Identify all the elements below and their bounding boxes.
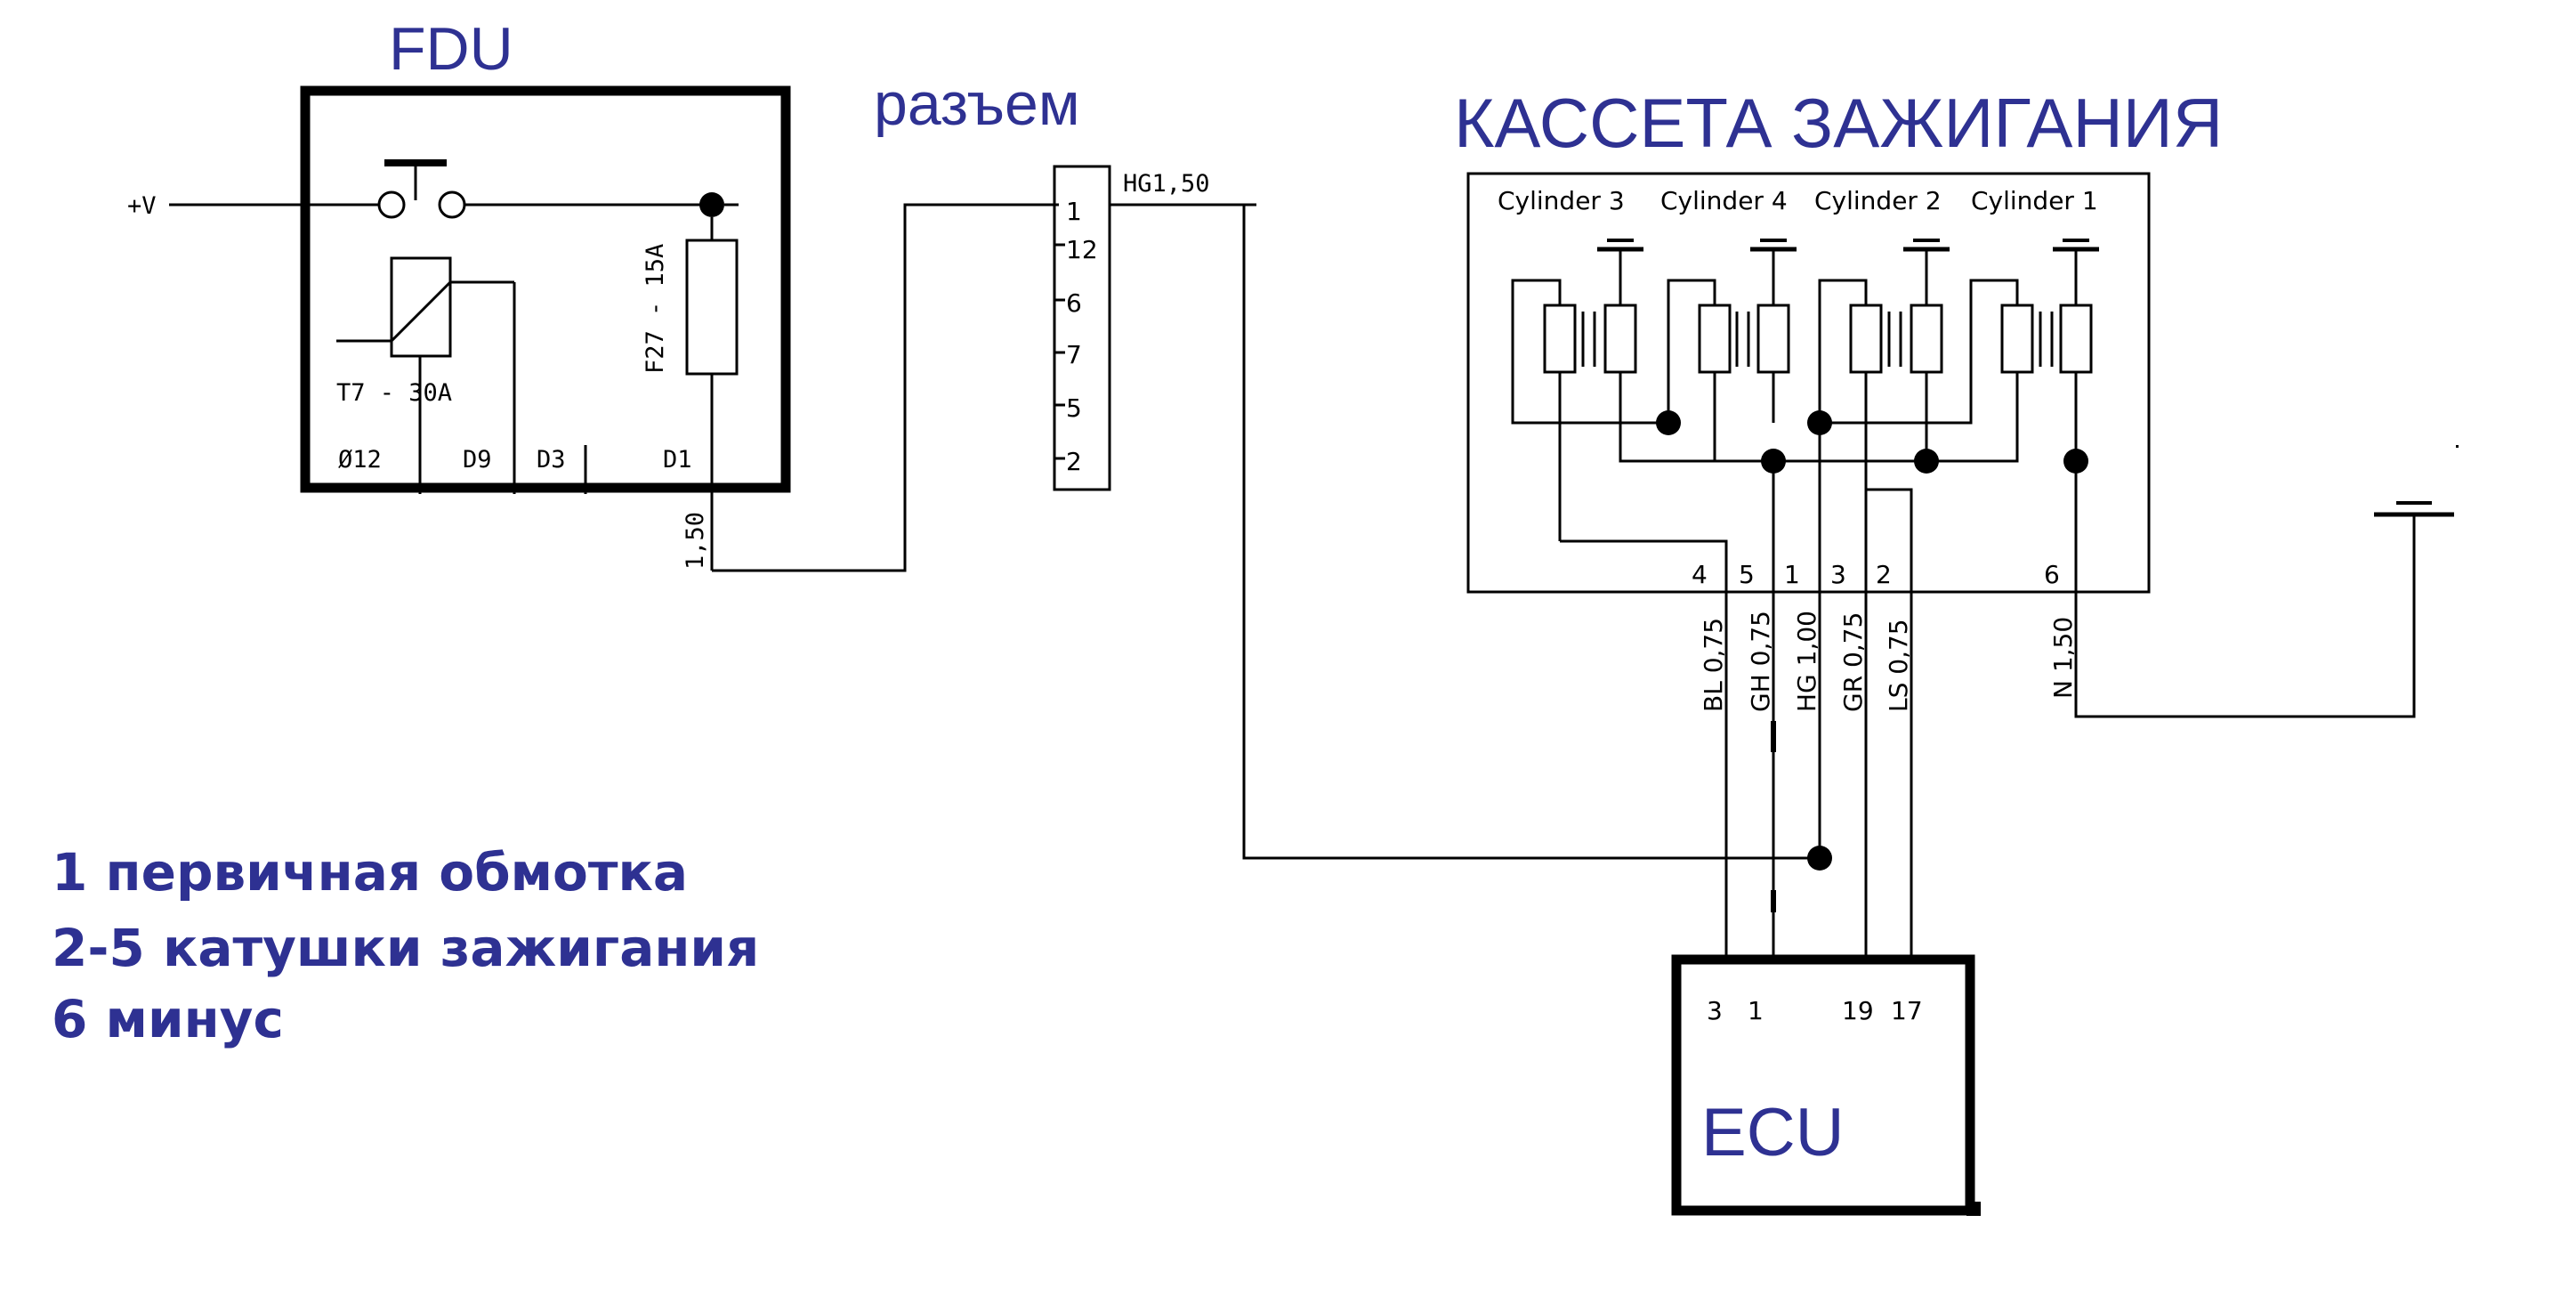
cassette-pin-label: 1 xyxy=(1784,560,1800,589)
connector-pin-label: 5 xyxy=(1066,393,1082,423)
legend-item: 6 минус xyxy=(52,989,284,1049)
connector-title: разъем xyxy=(874,70,1080,138)
ignition-cassette: Cylinder 3 Cylinder 4 Cylinder 2 Cylinde… xyxy=(1466,172,2151,594)
fdu-unit: +V T7 - 30A F27 - 15A Ø12 D9 D3 D1 xyxy=(127,85,791,494)
fdu-pin-label: Ø12 xyxy=(338,446,382,474)
ignition-coil xyxy=(1818,239,1950,592)
cassette-pin-label: 6 xyxy=(2044,560,2060,589)
cylinder-label: Cylinder 2 xyxy=(1814,186,1942,215)
wire-label: LS 0,75 xyxy=(1884,619,1913,712)
legend-item: 1 первичная обмотка xyxy=(52,842,688,903)
cassette-pin-label: 5 xyxy=(1739,560,1755,589)
fdu-title: FDU xyxy=(389,15,513,83)
connector-pin-label: 7 xyxy=(1066,340,1082,369)
ecu-title: ECU xyxy=(1701,1095,1844,1170)
connector-pin-label: 1 xyxy=(1066,197,1082,226)
fdu-junction-dot xyxy=(699,192,724,217)
fdu-pin-label: D1 xyxy=(663,446,692,474)
connector-pin-label: 2 xyxy=(1066,447,1082,476)
wire-label: GH 0,75 xyxy=(1746,611,1775,712)
fdu-pin-label: D9 xyxy=(463,446,492,474)
ignition-coil xyxy=(1667,239,1797,461)
fdu-input-label: +V xyxy=(127,192,157,220)
ignition-coil xyxy=(1511,239,1771,541)
connector-pin-label: 12 xyxy=(1066,235,1098,264)
cassette-pin-label: 2 xyxy=(1876,560,1892,589)
legend: 1 первичная обмотка 2-5 катушки зажигани… xyxy=(52,842,759,1049)
wire-fdu-to-connector: 1,50 xyxy=(682,203,1059,572)
fdu-pin-label: D3 xyxy=(537,446,566,474)
ecu-pin-label: 17 xyxy=(1891,996,1923,1025)
connector-pin-label: 6 xyxy=(1066,288,1082,318)
ignition-coil xyxy=(1771,239,2099,463)
cylinder-label: Cylinder 3 xyxy=(1498,186,1625,215)
cassette-pin-label: 4 xyxy=(1692,560,1708,589)
wire-label: N 1,50 xyxy=(2048,617,2078,699)
wire-label: BL 0,75 xyxy=(1699,618,1728,712)
fdu-wire-label: 1,50 xyxy=(682,512,709,570)
ecu-unit: 3 1 19 17 ECU xyxy=(1671,954,1981,1216)
ecu-pin-label: 19 xyxy=(1842,996,1874,1025)
cassette-pin-label: 3 xyxy=(1830,560,1846,589)
fuse xyxy=(685,239,739,376)
ecu-pin-label: 3 xyxy=(1707,996,1723,1025)
fuse-label: F27 - 15A xyxy=(642,244,669,374)
relay-label: T7 - 30A xyxy=(336,379,452,407)
connector: 1 12 6 7 5 2 HG1,50 xyxy=(1053,165,1256,491)
wire-label: GR 0,75 xyxy=(1838,612,1868,712)
cassette-title: КАССЕТА ЗАЖИГАНИЯ xyxy=(1454,84,2223,162)
cylinder-label: Cylinder 1 xyxy=(1971,186,2098,215)
relay-coil xyxy=(390,256,452,358)
legend-item: 2-5 катушки зажигания xyxy=(52,918,759,978)
cylinder-label: Cylinder 4 xyxy=(1660,186,1788,215)
connector-wire-label: HG1,50 xyxy=(1123,170,1210,198)
ecu-pin-label: 1 xyxy=(1748,996,1764,1025)
wire-connector-to-ecu xyxy=(1242,205,1832,871)
harness-wires: BL 0,75 GH 0,75 HG 1,00 GR 0,75 LS 0,75 … xyxy=(1699,445,2459,960)
wire-label: HG 1,00 xyxy=(1792,611,1821,712)
